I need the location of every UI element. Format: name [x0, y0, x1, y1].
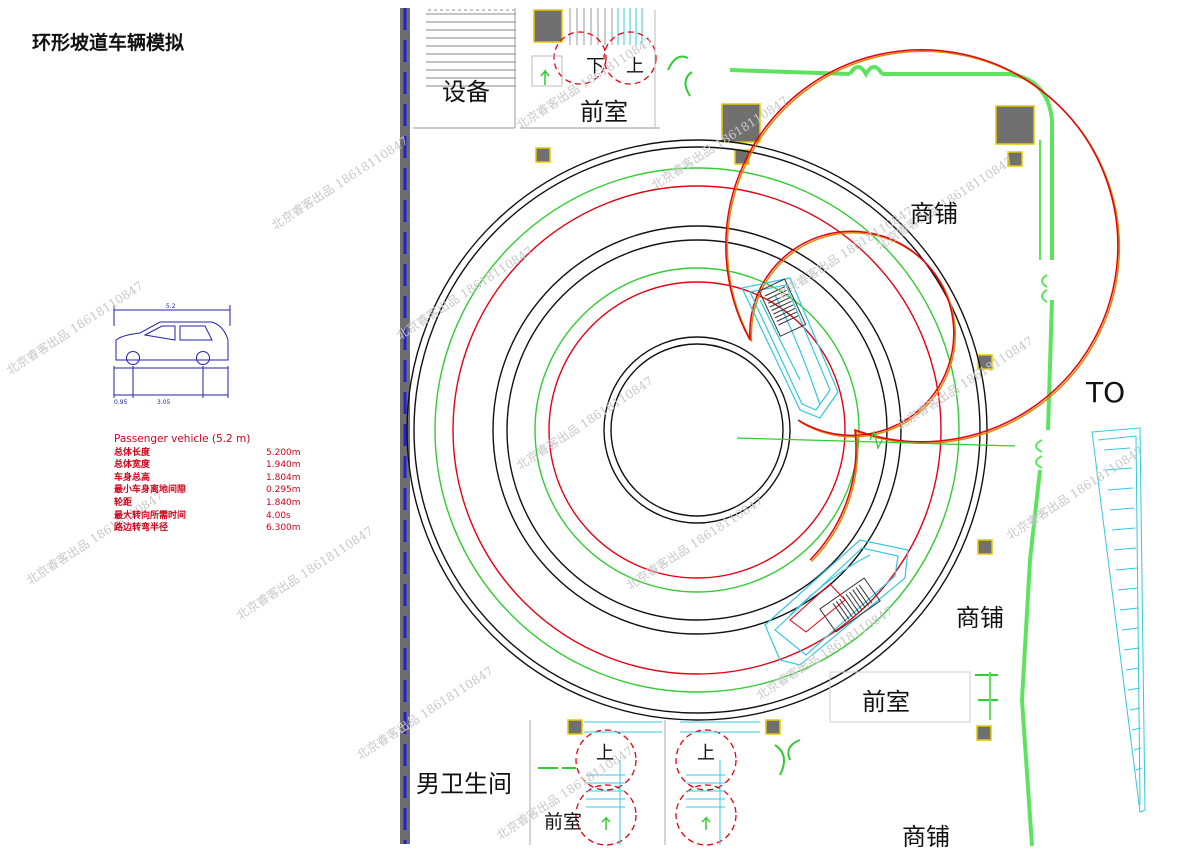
watermark-text: 北京睿客出品 18618110847 — [393, 243, 535, 343]
label-up-left: 上 — [596, 743, 614, 764]
left-boundary-wall — [400, 8, 410, 844]
spec-row: 路边转弯半径 6.300m — [114, 522, 314, 535]
spec-row: 总体长度 5.200m — [114, 447, 314, 460]
room-labels: 设备 前室 下 上 商铺 商铺 商铺 前室 前室 男卫生间 TO 上 上 — [416, 56, 1125, 851]
vehicle-body-upper — [758, 278, 807, 337]
watermark-text: 北京睿客出品 18618110847 — [268, 133, 410, 233]
spec-label: 轮距 — [114, 497, 133, 508]
label-front-room-bottom: 前室 — [544, 811, 582, 833]
watermark-text: 北京睿客出品 18618110847 — [353, 663, 495, 763]
top-stair-core — [520, 8, 693, 129]
watermark-text: 北京睿客出品 18618110847 — [1003, 443, 1145, 543]
spec-heading: Passenger vehicle (5.2 m) — [114, 433, 251, 445]
watermark-text: 北京睿客出品 18618110847 — [233, 523, 375, 623]
spec-value: 1.940m — [266, 460, 301, 471]
vehicle-body-lower — [819, 577, 881, 633]
dim-front-overhang: 0.95 — [114, 399, 128, 406]
label-shop-top-right: 商铺 — [910, 200, 958, 228]
spec-value: 6.300m — [266, 523, 301, 534]
spec-value: 4.00s — [266, 510, 291, 521]
equipment-room — [413, 8, 516, 129]
right-ramp — [1091, 427, 1146, 813]
label-front-room-top: 前室 — [580, 98, 628, 126]
vehicle-track-lower — [764, 539, 909, 666]
label-up-top: 上 — [626, 56, 644, 77]
watermark-text: 北京睿客出品 18618110847 — [893, 333, 1035, 433]
spec-row: 最大转向所需时间 4.00s — [114, 510, 314, 523]
spec-label: 总体宽度 — [114, 460, 151, 471]
watermark-text: 北京睿客出品 18618110847 — [3, 278, 145, 378]
label-equipment: 设备 — [442, 78, 490, 106]
spec-label: 路边转弯半径 — [114, 523, 169, 534]
spec-label: 车身总高 — [114, 472, 151, 483]
page-title: 环形坡道车辆模拟 — [32, 32, 185, 54]
spec-row: 最小车身离地间隙 0.295m — [114, 484, 314, 497]
vehicle-track-upper — [741, 277, 839, 419]
spec-row: 轮距 1.840m — [114, 497, 314, 510]
label-shop-mid-right: 商铺 — [956, 604, 1004, 632]
spec-row: 总体宽度 1.940m — [114, 459, 314, 472]
dim-length: 5.2 — [166, 303, 176, 310]
spec-value: 1.804m — [266, 472, 301, 483]
label-shop-bottom: 商铺 — [902, 823, 950, 851]
vehicle-spiral-path — [725, 49, 1121, 563]
spec-value: 1.840m — [266, 497, 301, 508]
spec-row: 车身总高 1.804m — [114, 472, 314, 485]
vehicle-spec-table: Passenger vehicle (5.2 m) 总体长度 5.200m 总体宽… — [114, 433, 314, 535]
spec-label: 最大转向所需时间 — [114, 510, 187, 521]
label-down: 下 — [586, 56, 604, 77]
columns — [535, 103, 1035, 741]
spec-label: 最小车身离地间隙 — [114, 485, 187, 496]
spec-label: 总体长度 — [114, 447, 151, 458]
vehicle-outline-lower — [789, 583, 846, 633]
right-front-room — [829, 671, 998, 723]
label-up-right: 上 — [697, 743, 715, 764]
bottom-stair-cores — [529, 720, 801, 846]
label-mens-restroom: 男卫生间 — [416, 770, 512, 798]
label-front-room-right: 前室 — [862, 688, 910, 716]
vehicle-elevation-drawing — [113, 305, 231, 398]
dim-wheelbase: 3.05 — [157, 399, 171, 406]
break-mark — [869, 430, 883, 450]
spec-value: 5.200m — [266, 447, 301, 458]
vehicle-dims: 5.2 0.95 3.05 — [114, 303, 176, 406]
spec-value: 0.295m — [266, 485, 301, 496]
label-to: TO — [1085, 376, 1125, 409]
